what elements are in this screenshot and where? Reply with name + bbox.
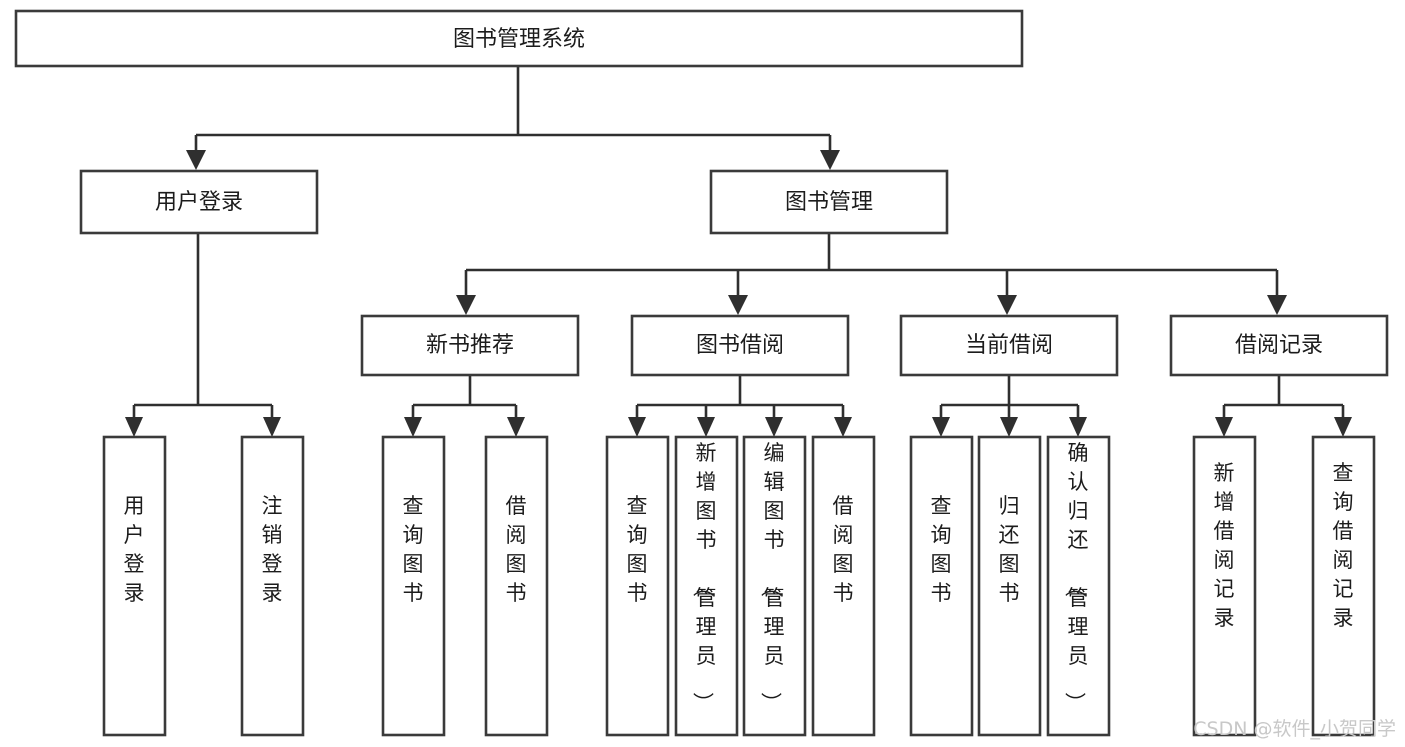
arrowhead-borrowrecord bbox=[1267, 295, 1287, 315]
leaf-book-borrow-1[interactable]: 新增图书（管理员） bbox=[674, 435, 739, 737]
arrowhead-leaf-newbook-1 bbox=[404, 417, 422, 437]
node-user-login-box[interactable] bbox=[79, 169, 319, 235]
node-current-borrow-box[interactable] bbox=[899, 314, 1119, 377]
arrowhead-leaf-userlogin-1 bbox=[125, 417, 143, 437]
node-book-manage-box[interactable] bbox=[709, 169, 949, 235]
node-root-label: 图书管理系统 bbox=[453, 27, 585, 52]
node-root[interactable]: 图书管理系统 bbox=[14, 9, 1024, 68]
leaf-user-login-0[interactable]: 用户登录 bbox=[102, 435, 167, 737]
leaf-user-login-1-box[interactable] bbox=[240, 435, 305, 737]
leaf-book-borrow-0[interactable]: 查询图书 bbox=[605, 435, 670, 737]
leaf-book-borrow-1-box[interactable] bbox=[674, 435, 739, 737]
node-new-book-recommend-box[interactable] bbox=[360, 314, 580, 377]
leaf-current-borrow-0[interactable]: 查询图书 bbox=[909, 435, 974, 737]
arrowhead-currentborrow bbox=[997, 295, 1017, 315]
connector-layer bbox=[125, 66, 1352, 437]
leaf-borrow-record-1[interactable]: 查询借阅记录 bbox=[1311, 435, 1376, 737]
leaf-new-book-recommend-1[interactable]: 借阅图书 bbox=[484, 435, 549, 737]
leaf-new-book-recommend-1-box[interactable] bbox=[484, 435, 549, 737]
leaf-user-login-0-box[interactable] bbox=[102, 435, 167, 737]
arrowhead-newbook bbox=[456, 295, 476, 315]
node-new-book-recommend-label: 新书推荐 bbox=[426, 333, 514, 358]
leaf-book-borrow-3[interactable]: 借阅图书 bbox=[811, 435, 876, 737]
node-borrow-record-box[interactable] bbox=[1169, 314, 1389, 377]
leaf-new-book-recommend-0-box[interactable] bbox=[381, 435, 446, 737]
leaf-new-book-recommend-0-label: 查询图书 bbox=[403, 494, 424, 605]
leaf-borrow-record-1-box[interactable] bbox=[1311, 435, 1376, 737]
node-book-borrow-label: 图书借阅 bbox=[696, 333, 784, 358]
leaf-current-borrow-0-label: 查询图书 bbox=[931, 494, 952, 605]
arrowhead-leaf-currentborrow-1 bbox=[932, 417, 950, 437]
arrowhead-leaf-borrowrecord-1 bbox=[1215, 417, 1233, 437]
leaf-current-borrow-2[interactable]: 确认归还（管理员） bbox=[1046, 435, 1111, 737]
leaf-book-borrow-2[interactable]: 编辑图书（管理员） bbox=[742, 435, 807, 737]
node-current-borrow-label: 当前借阅 bbox=[965, 333, 1053, 358]
leaf-new-book-recommend-1-label: 借阅图书 bbox=[506, 494, 527, 605]
arrowhead-leaf-currentborrow-2 bbox=[1000, 417, 1018, 437]
leaf-book-borrow-3-label: 借阅图书 bbox=[833, 494, 854, 605]
leaf-current-borrow-0-box[interactable] bbox=[909, 435, 974, 737]
leaf-borrow-record-0-box[interactable] bbox=[1192, 435, 1257, 737]
leaf-book-borrow-3-box[interactable] bbox=[811, 435, 876, 737]
arrowhead-bookborrow bbox=[728, 295, 748, 315]
arrowhead-leaf-currentborrow-3 bbox=[1069, 417, 1087, 437]
node-user-login[interactable]: 用户登录 bbox=[79, 169, 319, 235]
leaf-book-borrow-0-box[interactable] bbox=[605, 435, 670, 737]
arrowhead-user-login bbox=[186, 150, 206, 170]
leaf-current-borrow-1-label: 归还图书 bbox=[999, 494, 1020, 605]
leaf-user-login-0-label: 用户登录 bbox=[124, 494, 145, 605]
leaf-user-login-1-label: 注销登录 bbox=[262, 494, 283, 605]
leaf-book-borrow-2-box[interactable] bbox=[742, 435, 807, 737]
node-book-manage[interactable]: 图书管理 bbox=[709, 169, 949, 235]
node-borrow-record-label: 借阅记录 bbox=[1235, 333, 1323, 358]
leaf-current-borrow-2-label: 确认归还（管理员） bbox=[1063, 441, 1089, 713]
node-book-borrow-box[interactable] bbox=[630, 314, 850, 377]
csdn-watermark: CSDN @软件_小贺同学 bbox=[1193, 718, 1396, 740]
node-book-borrow[interactable]: 图书借阅 bbox=[630, 314, 850, 377]
arrowhead-leaf-bookborrow-1 bbox=[628, 417, 646, 437]
node-current-borrow[interactable]: 当前借阅 bbox=[899, 314, 1119, 377]
leaf-borrow-record-0-label: 新增借阅记录 bbox=[1214, 461, 1235, 630]
leaf-book-borrow-1-label: 新增图书（管理员） bbox=[691, 441, 717, 713]
leaf-current-borrow-2-box[interactable] bbox=[1046, 435, 1111, 737]
leaf-borrow-record-0[interactable]: 新增借阅记录 bbox=[1192, 435, 1257, 737]
arrowhead-leaf-bookborrow-2 bbox=[697, 417, 715, 437]
arrowhead-book-manage bbox=[820, 150, 840, 170]
arrowhead-leaf-bookborrow-4 bbox=[834, 417, 852, 437]
leaf-borrow-record-1-label: 查询借阅记录 bbox=[1333, 461, 1354, 630]
arrowhead-leaf-newbook-2 bbox=[507, 417, 525, 437]
leaf-new-book-recommend-0[interactable]: 查询图书 bbox=[381, 435, 446, 737]
node-book-manage-label: 图书管理 bbox=[785, 190, 873, 215]
leaf-user-login-1[interactable]: 注销登录 bbox=[240, 435, 305, 737]
arrowhead-leaf-userlogin-2 bbox=[263, 417, 281, 437]
leaf-book-borrow-0-label: 查询图书 bbox=[627, 494, 648, 605]
node-new-book-recommend[interactable]: 新书推荐 bbox=[360, 314, 580, 377]
leaf-current-borrow-1-box[interactable] bbox=[977, 435, 1042, 737]
leaf-book-borrow-2-label: 编辑图书（管理员） bbox=[759, 441, 785, 713]
node-borrow-record[interactable]: 借阅记录 bbox=[1169, 314, 1389, 377]
arrowhead-leaf-bookborrow-3 bbox=[765, 417, 783, 437]
node-root-box[interactable] bbox=[14, 9, 1024, 68]
arrowhead-leaf-borrowrecord-2 bbox=[1334, 417, 1352, 437]
leaf-current-borrow-1[interactable]: 归还图书 bbox=[977, 435, 1042, 737]
node-user-login-label: 用户登录 bbox=[155, 190, 243, 215]
